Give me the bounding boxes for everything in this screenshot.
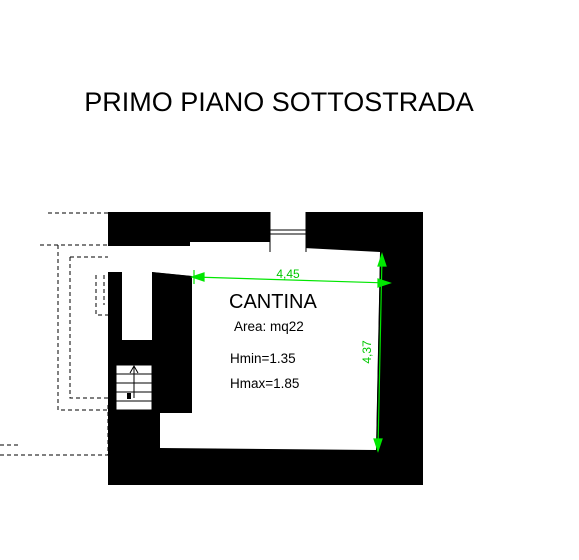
- adjacent-structure-outline: [0, 212, 109, 456]
- openings: [108, 212, 380, 450]
- dimension-width-label: 4,45: [276, 267, 300, 281]
- stair-arrow-icon: [129, 364, 139, 374]
- room-hmin: Hmin=1.35: [230, 351, 296, 366]
- dimension-depth: [373, 252, 387, 453]
- walls-overlay: [108, 242, 392, 450]
- dimension-depth-label: 4,37: [360, 340, 374, 364]
- room-area: Area: mq22: [234, 319, 304, 334]
- window-top: [269, 212, 307, 252]
- plan-title: PRIMO PIANO SOTTOSTRADA: [84, 87, 474, 117]
- stair: [115, 364, 153, 411]
- room-hmax: Hmax=1.85: [230, 376, 299, 391]
- room-name: CANTINA: [229, 291, 317, 313]
- door-marks: [127, 393, 160, 442]
